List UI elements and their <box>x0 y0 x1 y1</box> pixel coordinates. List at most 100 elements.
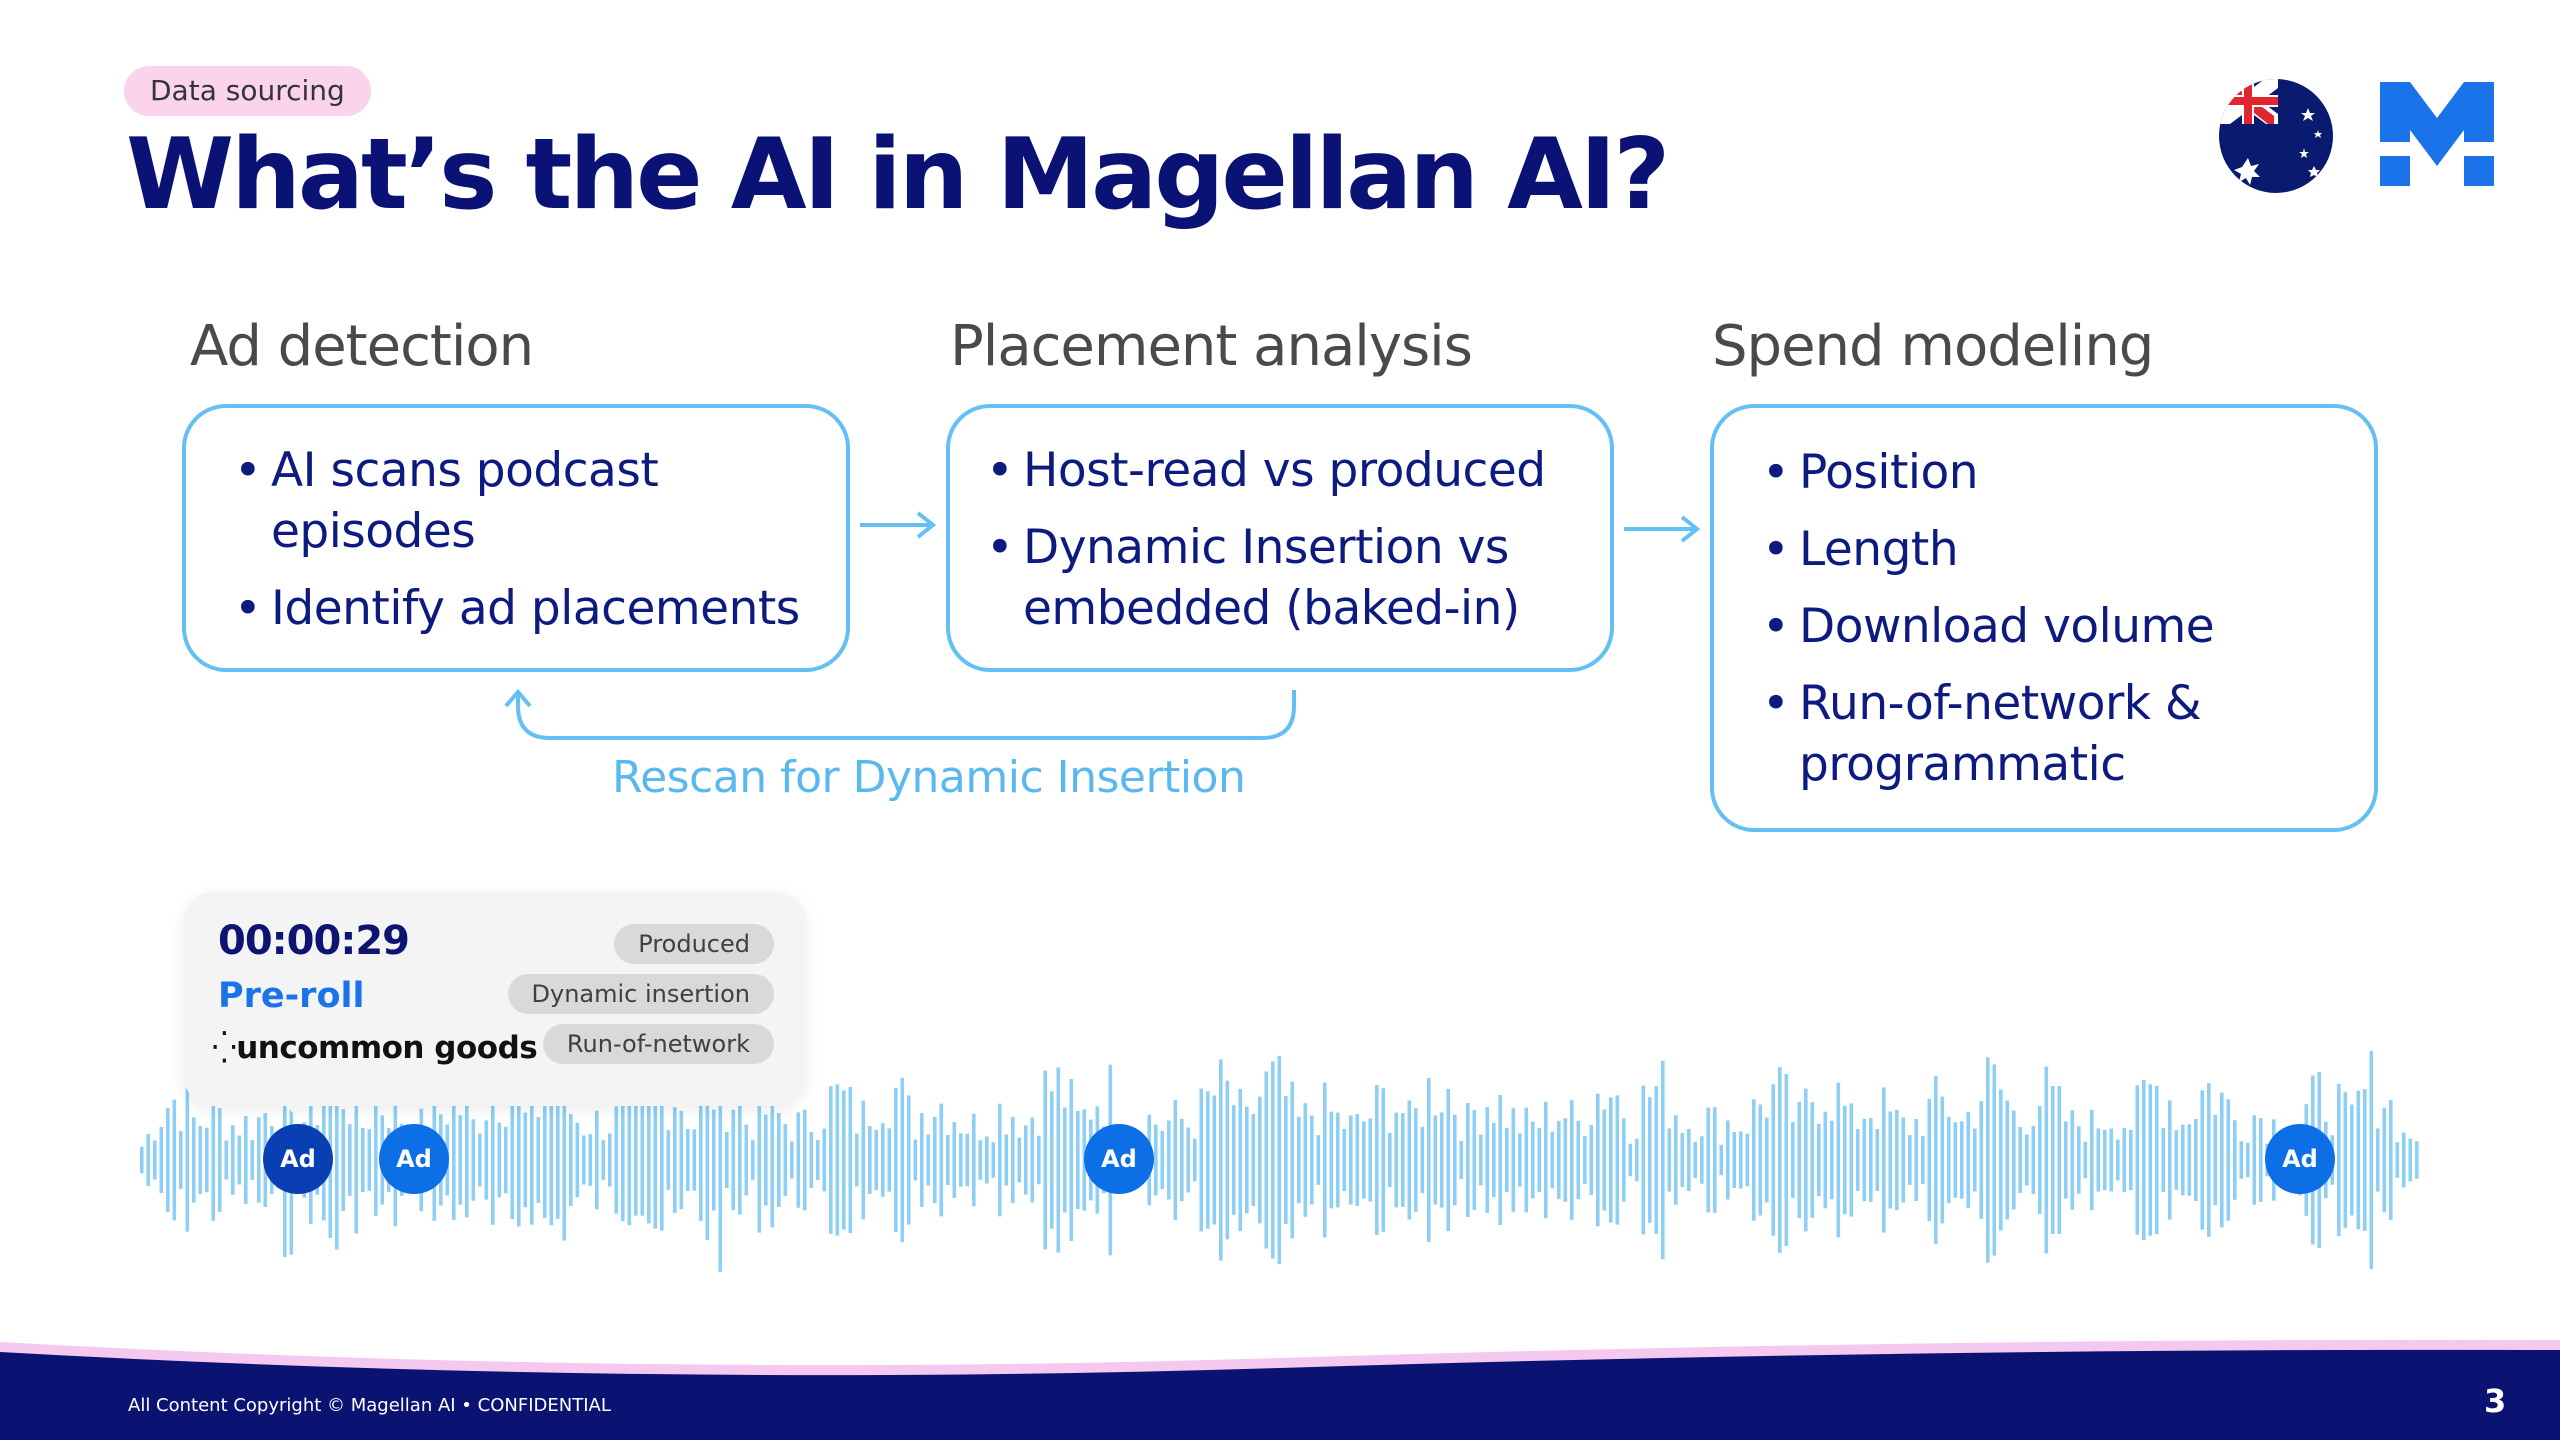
list-item: Dynamic Insertion vs embedded (baked-in) <box>962 517 1543 639</box>
waveform-bar <box>569 1114 573 1206</box>
waveform-bar <box>2012 1110 2016 1210</box>
ad-marker[interactable]: Ad <box>263 1124 333 1194</box>
waveform-bar <box>562 1079 567 1241</box>
waveform-bar <box>1778 1067 1782 1253</box>
waveform-bar <box>2402 1132 2406 1188</box>
waveform-bar <box>1336 1112 1340 1208</box>
waveform-bar <box>2207 1083 2211 1237</box>
waveform-bar <box>1485 1107 1490 1213</box>
waveform-bar <box>874 1129 879 1191</box>
waveform-bar <box>1407 1100 1412 1220</box>
waveform-bar <box>491 1095 495 1225</box>
ad-marker[interactable]: Ad <box>1084 1124 1154 1194</box>
waveform-bar <box>829 1086 833 1234</box>
waveform-bar <box>478 1133 482 1187</box>
waveform-bar <box>1004 1134 1009 1186</box>
waveform-bar <box>1570 1100 1574 1220</box>
waveform-bar <box>1719 1144 1724 1176</box>
waveform-bar <box>1368 1118 1373 1202</box>
waveform-bar <box>1687 1128 1691 1192</box>
waveform-bar <box>965 1133 970 1187</box>
waveform-bar <box>1030 1117 1035 1203</box>
waveform-bar <box>887 1128 892 1192</box>
waveform-bar <box>744 1124 749 1196</box>
page-number: 3 <box>2484 1382 2507 1420</box>
waveform-bar <box>530 1095 534 1225</box>
waveform-bar <box>1973 1128 1977 1192</box>
waveform-bar <box>991 1142 996 1178</box>
waveform-bar <box>1713 1107 1717 1213</box>
tag-dynamic-insertion: Dynamic insertion <box>507 974 774 1014</box>
advertiser-logo: ⁛uncommon goods <box>212 1030 538 1066</box>
waveform-bar <box>777 1113 781 1207</box>
waveform-bar <box>913 1139 918 1181</box>
waveform-bar <box>2077 1126 2081 1194</box>
waveform-bar <box>946 1135 950 1185</box>
waveform-bar <box>1732 1131 1737 1189</box>
waveform-bar <box>2363 1089 2367 1231</box>
waveform-bar <box>2155 1085 2159 1235</box>
waveform-bar <box>1596 1093 1600 1227</box>
waveform-bar <box>1843 1105 1847 1215</box>
waveform-bar <box>835 1084 840 1236</box>
waveform-bar <box>1921 1136 1925 1184</box>
waveform-bar <box>1791 1122 1795 1198</box>
waveform-bar <box>452 1099 456 1221</box>
section-heading-placement-analysis: Placement analysis <box>950 314 1473 379</box>
list-item: Download volume <box>1738 596 2350 657</box>
waveform-bar <box>1999 1089 2003 1231</box>
waveform-bar <box>374 1103 378 1217</box>
list-item: Length <box>1738 519 2350 580</box>
loop-arrow-icon <box>504 688 1296 740</box>
waveform-bar <box>2252 1115 2257 1205</box>
ad-marker[interactable]: Ad <box>2265 1124 2335 1194</box>
waveform-bar <box>1251 1113 1256 1207</box>
waveform-bar <box>517 1093 521 1227</box>
waveform-bar <box>211 1099 216 1221</box>
waveform-bar <box>2103 1129 2107 1191</box>
waveform-bar <box>2018 1127 2023 1193</box>
waveform-bar <box>1641 1085 1646 1235</box>
waveform-bar <box>2376 1128 2380 1192</box>
waveform-bar <box>159 1127 164 1193</box>
waveform-bar <box>1726 1120 1730 1200</box>
waveform-bar <box>192 1117 196 1203</box>
waveform-bar <box>1219 1059 1223 1261</box>
waveform-bar <box>939 1103 944 1217</box>
waveform-bar <box>367 1129 372 1191</box>
waveform-bar <box>1680 1133 1685 1187</box>
waveform-bar <box>952 1122 957 1198</box>
waveform-bar <box>725 1131 729 1189</box>
waveform-bar <box>1966 1112 1971 1208</box>
ad-detail-card[interactable]: 00:00:29 Pre-roll ⁛uncommon goods Produc… <box>184 892 806 1106</box>
waveform-bar <box>549 1094 554 1226</box>
waveform-bar <box>1440 1112 1444 1208</box>
waveform-bar <box>1784 1074 1789 1246</box>
waveform-bar <box>1238 1088 1243 1232</box>
list-item: Identify ad placements <box>210 578 822 639</box>
waveform-bar <box>1167 1120 1171 1200</box>
waveform-bar <box>1609 1097 1613 1223</box>
waveform-bar <box>1394 1112 1399 1208</box>
waveform-bar <box>536 1117 541 1203</box>
waveform-bar <box>1804 1088 1808 1232</box>
waveform-bar <box>218 1108 222 1212</box>
waveform-bar <box>627 1094 632 1226</box>
tag-produced: Produced <box>614 924 774 964</box>
waveform-bar <box>1927 1098 1932 1222</box>
waveform-bar <box>1531 1121 1535 1199</box>
waveform-bar <box>660 1089 664 1231</box>
waveform-bar <box>1674 1115 1678 1205</box>
waveform-bar <box>361 1128 365 1192</box>
waveform-bar <box>348 1124 352 1196</box>
waveform-bar <box>2142 1079 2146 1241</box>
waveform-bar <box>959 1133 963 1187</box>
waveform-bar <box>2148 1084 2153 1236</box>
ad-marker[interactable]: Ad <box>379 1124 449 1194</box>
waveform-bar <box>1225 1080 1230 1240</box>
waveform-bar <box>2122 1127 2127 1193</box>
waveform-bar <box>1940 1096 1945 1224</box>
waveform-bar <box>510 1100 515 1220</box>
waveform-bar <box>1537 1127 1542 1193</box>
waveform-bar <box>673 1107 677 1213</box>
